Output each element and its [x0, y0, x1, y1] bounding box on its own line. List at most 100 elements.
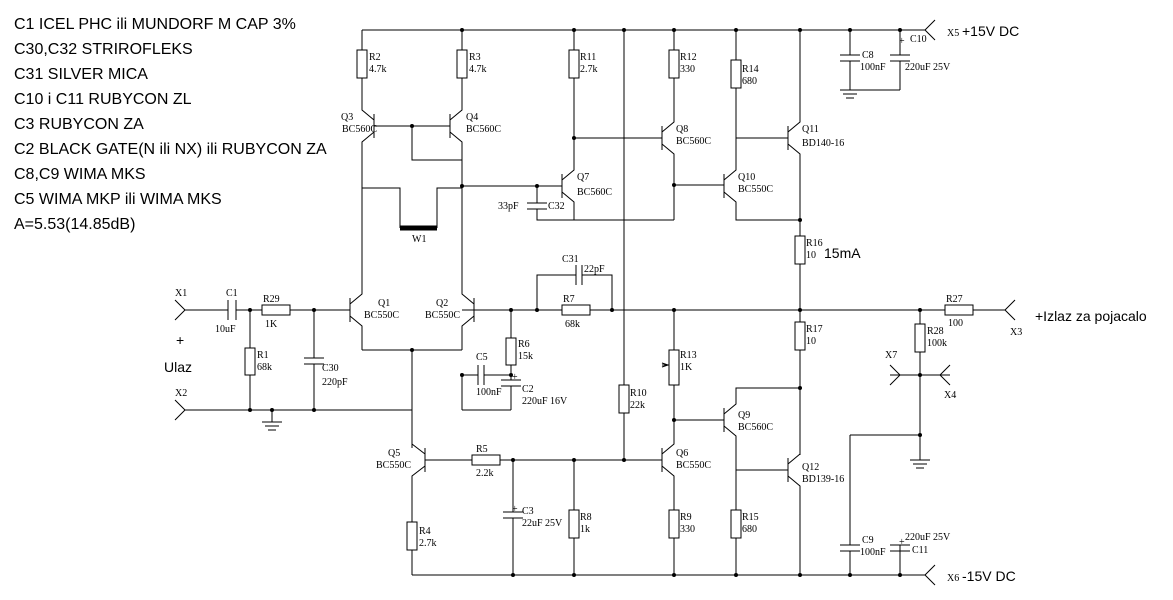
- r16-value: 10: [806, 250, 816, 261]
- r12-value: 330: [680, 64, 695, 75]
- q12-type: BD139-16: [802, 474, 844, 485]
- svg-text:+: +: [899, 36, 905, 47]
- r6-value: 15k: [518, 351, 533, 362]
- q5-transistor: [411, 443, 662, 522]
- q11-type: BD140-16: [802, 138, 844, 149]
- r3-name: R3: [469, 52, 481, 63]
- r7-value: 68k: [565, 319, 580, 330]
- r11-wire: [573, 30, 662, 139]
- q4-name: Q4: [466, 112, 478, 123]
- r2-resistor: [356, 49, 368, 79]
- r28-name: R28: [927, 326, 944, 337]
- input-wiring: [174, 299, 412, 422]
- q7-transistor: [462, 138, 575, 220]
- q8-name: Q8: [676, 124, 688, 135]
- r4-name: R4: [419, 526, 431, 537]
- r27-name: R27: [946, 294, 963, 305]
- x4-label: X4: [944, 390, 956, 401]
- c11-name: C11: [912, 545, 928, 556]
- ground-symbol-output: [910, 459, 930, 469]
- r29-name: R29: [263, 294, 280, 305]
- r13-name: R13: [680, 350, 697, 361]
- c31-capacitor: [575, 265, 583, 285]
- c3-name: C3: [522, 506, 534, 517]
- r13-wiper-icon: [661, 362, 670, 368]
- q4-transistor: [449, 78, 463, 188]
- x2-label: X2: [175, 388, 187, 399]
- q9-name: Q9: [738, 410, 750, 421]
- r6-name: R6: [518, 339, 530, 350]
- r8-value: 1k: [580, 524, 590, 535]
- c1-value: 10uF: [215, 324, 236, 335]
- ground-symbol-supply: [840, 89, 860, 99]
- q8-type: BC560C: [676, 136, 711, 147]
- c8-c10-wire: [849, 30, 901, 91]
- q8-transistor: [661, 78, 675, 185]
- r13-trimmer: [668, 349, 680, 386]
- r10-name: R10: [630, 388, 647, 399]
- c31-wire: [536, 274, 613, 310]
- r9-name: R9: [680, 512, 692, 523]
- r15-wire: [735, 469, 788, 575]
- note-line: C2 BLACK GATE(N ili NX) ili RUBYCON ZA: [14, 141, 327, 158]
- w1-jumper: [362, 187, 462, 231]
- note-line: C3 RUBYCON ZA: [14, 116, 144, 133]
- polarity-marks: + + + +: [512, 36, 905, 548]
- r14-value: 680: [742, 76, 757, 87]
- r3-resistor: [456, 49, 468, 79]
- r15-value: 680: [742, 524, 757, 535]
- c30-capacitor: [304, 357, 324, 365]
- r29-value: 1K: [265, 319, 278, 330]
- r2-r3-supply: [361, 30, 463, 50]
- r17-name: R17: [806, 324, 823, 335]
- r11-value: 2.7k: [580, 64, 598, 75]
- c1-capacitor: [227, 300, 237, 320]
- r2-value: 4.7k: [369, 64, 387, 75]
- r17-value: 10: [806, 336, 816, 347]
- r3-value: 4.7k: [469, 64, 487, 75]
- rail-positive: [362, 19, 936, 41]
- q10-name: Q10: [738, 172, 755, 183]
- note-line: C5 WIMA MKP ili WIMA MKS: [14, 191, 222, 208]
- q1-transistor: [349, 188, 363, 350]
- r10-resistor: [618, 384, 630, 414]
- junction-dots: [248, 28, 922, 577]
- x7-label: X7: [885, 350, 897, 361]
- q2-transistor: [461, 188, 490, 350]
- q5-name: Q5: [388, 448, 400, 459]
- c32-value: 33pF: [498, 201, 519, 212]
- r6-resistor: [505, 337, 517, 366]
- rail-output: [462, 299, 1016, 321]
- r15-name: R15: [742, 512, 759, 523]
- r14-name: R14: [742, 64, 759, 75]
- r27-resistor: [944, 304, 974, 316]
- mirror-wire: [374, 125, 462, 161]
- c2-name: C2: [522, 384, 534, 395]
- output-label: +Izlaz za pojacalo: [1035, 308, 1147, 324]
- c32-wire: [536, 186, 574, 221]
- vminus-label: -15V DC: [962, 568, 1016, 584]
- q3-type: BC560C: [342, 124, 377, 135]
- q12-name: Q12: [802, 462, 819, 473]
- r16-name: R16: [806, 238, 823, 249]
- tail-wire: [362, 349, 462, 448]
- r8-resistor: [568, 509, 580, 539]
- c5-value: 100nF: [476, 387, 502, 398]
- c3-value: 22uF 25V: [522, 518, 563, 529]
- r28-value: 100k: [927, 338, 947, 349]
- c5-capacitor: [477, 365, 485, 385]
- r4-resistor: [406, 521, 418, 551]
- c9-capacitor: [840, 544, 860, 552]
- c5-name: C5: [476, 352, 488, 363]
- r4-value: 2.7k: [419, 538, 437, 549]
- q1-type: BC550C: [364, 310, 399, 321]
- note-line: C30,C32 STRIROFLEKS: [14, 41, 193, 58]
- svg-text:+: +: [512, 372, 518, 383]
- c31-value: 22pF: [584, 264, 605, 275]
- vplus-label: +15V DC: [962, 23, 1019, 39]
- r14-wire: [735, 30, 788, 139]
- c8-name: C8: [862, 50, 874, 61]
- ground-wire-output: [849, 375, 921, 575]
- component-notes: C1 ICEL PHC ili MUNDORF M CAP 3% C30,C32…: [14, 12, 327, 237]
- c2-value: 220uF 16V: [522, 396, 568, 407]
